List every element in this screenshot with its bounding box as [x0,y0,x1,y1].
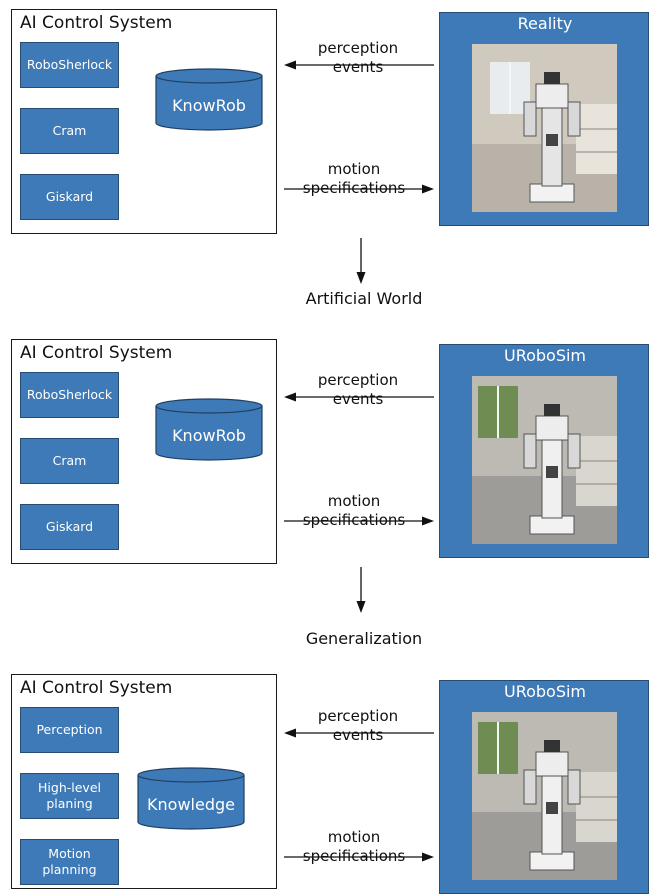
knowledge-base-label: Knowledge [147,795,235,814]
motion-label-line: specifications [302,511,406,529]
world-image [472,44,617,212]
control-system-title: AI Control System [20,678,173,698]
down-arrow [355,567,367,617]
world-box: URoboSim [439,680,649,894]
perception-label-line: events [332,726,384,744]
module-label: RoboSherlock [26,57,113,72]
module-label: Perception [36,722,103,737]
cylinder-shape [155,68,263,131]
module-box: Cram [20,108,119,154]
module-label: High-level planing [38,780,101,811]
knowledge-base-label: KnowRob [172,96,246,115]
world-title: Reality [517,14,573,33]
module-box: Cram [20,438,119,484]
perception-arrow-shape [284,60,434,70]
knowledge-base-cylinder: KnowRob [155,398,263,462]
perception-arrow-shape [284,728,434,738]
motion-arrow [284,180,434,199]
module-box: Motion planning [20,839,119,885]
control-system-title: AI Control System [20,13,173,33]
perception-arrow [284,56,434,75]
transition-label: Generalization [305,629,423,648]
transition-label: Artificial World [305,289,423,308]
motion-arrow-shape [284,184,434,194]
simulated-robot-in-kitchen-render [472,376,617,544]
module-box: Giskard [20,174,119,220]
knowledge-base-cylinder: Knowledge [137,767,245,831]
perception-arrow-shape [284,392,434,402]
motion-label-line: specifications [302,179,406,197]
cylinder-shape [137,767,245,830]
module-label: Motion planning [42,846,97,877]
motion-arrow [284,848,434,867]
perception-arrow [284,724,434,743]
motion-label-line: specifications [302,847,406,865]
module-label: Giskard [45,189,94,204]
cylinder-shape [155,398,263,461]
world-image [472,376,617,544]
motion-label-line: motion [327,492,381,510]
perception-label-line: events [332,58,384,76]
module-label: RoboSherlock [26,387,113,402]
perception-label-line: perception [317,39,399,57]
perception-label-line: perception [317,371,399,389]
module-label: Giskard [45,519,94,534]
control-system-title: AI Control System [20,343,173,363]
motion-arrow-shape [284,852,434,862]
module-box: Perception [20,707,119,753]
module-label: Cram [52,123,87,138]
motion-label-line: motion [327,160,381,178]
module-box: RoboSherlock [20,42,119,88]
world-title: URoboSim [503,682,587,701]
motion-arrow [284,512,434,531]
real-robot-in-kitchen-photo [472,44,617,212]
motion-arrow-shape [284,516,434,526]
world-image [472,712,617,880]
world-box: URoboSim [439,344,649,558]
world-title: URoboSim [503,346,587,365]
down-arrow-shape [356,238,366,284]
down-arrow-shape [356,567,366,613]
simulated-robot-in-kitchen-render [472,712,617,880]
perception-label-line: perception [317,707,399,725]
knowledge-base-cylinder: KnowRob [155,68,263,132]
module-box: High-level planing [20,773,119,819]
knowledge-base-label: KnowRob [172,426,246,445]
perception-arrow [284,388,434,407]
down-arrow [355,238,367,288]
world-box: Reality [439,12,649,226]
module-box: RoboSherlock [20,372,119,418]
motion-label-line: motion [327,828,381,846]
module-box: Giskard [20,504,119,550]
perception-label-line: events [332,390,384,408]
module-label: Cram [52,453,87,468]
